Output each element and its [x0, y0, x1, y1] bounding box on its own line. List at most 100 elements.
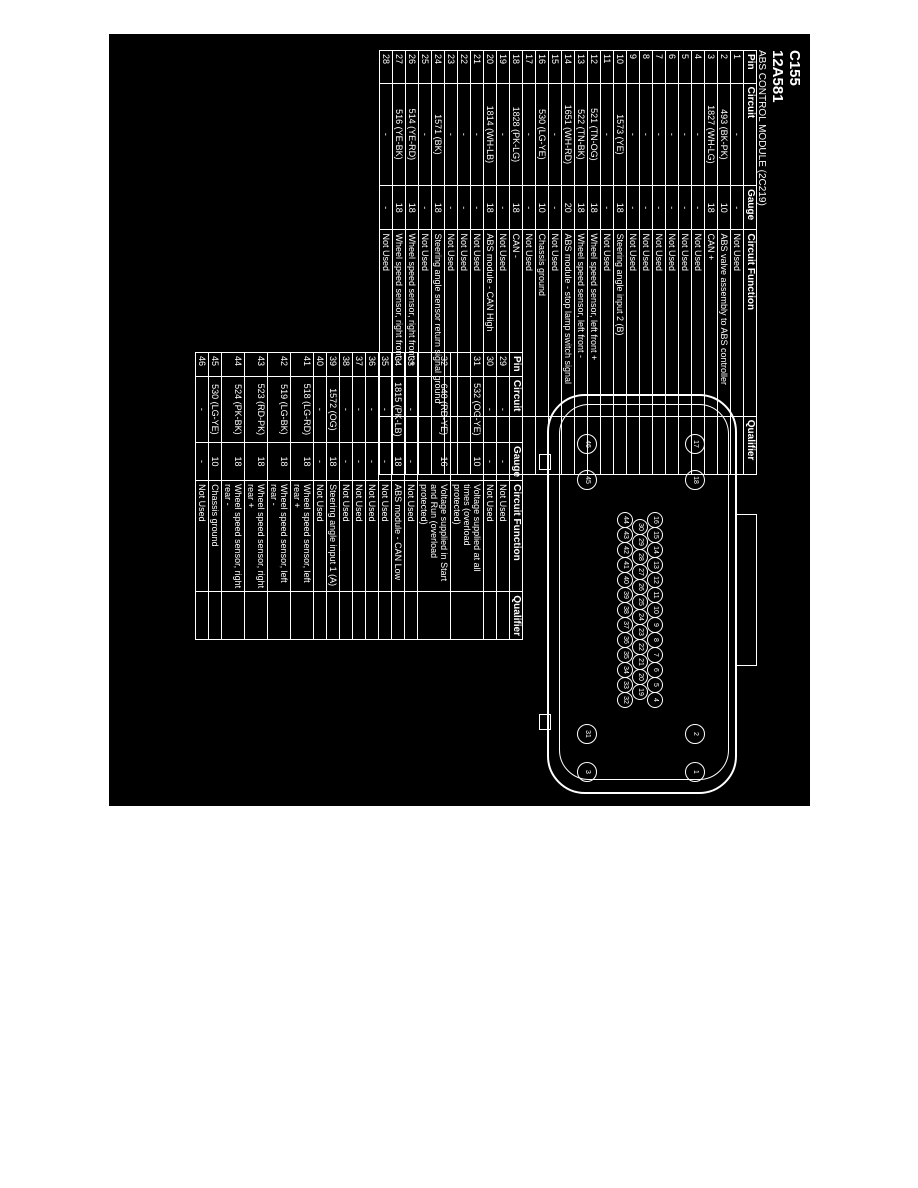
cell-gauge: 10: [535, 185, 549, 230]
cell-circuit: -: [379, 83, 393, 186]
cell-gauge: -: [352, 442, 366, 481]
connector-pin: 45: [577, 470, 597, 490]
cell-function: Not Used: [522, 229, 536, 417]
cell-function: Not Used: [652, 229, 666, 417]
cell-pin: 31: [450, 352, 484, 377]
cell-gauge: -: [496, 185, 510, 230]
cell-gauge: -: [404, 442, 418, 481]
cell-circuit: -: [404, 376, 418, 443]
connector-pin: 43: [617, 527, 633, 543]
cell-circuit: -: [548, 83, 562, 186]
cell-gauge: -: [444, 185, 458, 230]
connector-title: C155: [786, 50, 803, 86]
cell-circuit: 532 (OG-YE): [450, 376, 484, 443]
cell-circuit: 1573 (YE): [613, 83, 627, 186]
cell-function: ABS valve assembly to ABS controller: [717, 229, 731, 417]
cell-circuit: 1827 (WH-LG): [704, 83, 718, 186]
cell-qualifier: [244, 591, 268, 640]
column-header: Gauge: [743, 185, 757, 230]
cell-pin: 8: [639, 50, 653, 84]
cell-circuit: 1651 (WH-RD): [561, 83, 575, 186]
cell-pin: 42: [267, 352, 291, 377]
cell-pin: 15: [548, 50, 562, 84]
cell-function: Not Used: [483, 480, 497, 592]
cell-pin: 25: [418, 50, 432, 84]
cell-gauge: -: [483, 442, 497, 481]
column-header: Circuit Function: [509, 480, 523, 592]
cell-circuit: -: [339, 376, 353, 443]
table-row: 17--Not Used: [522, 50, 536, 475]
cell-circuit: -: [378, 376, 392, 443]
cell-pin: 14: [561, 50, 575, 84]
cell-circuit: 1815 (PK-LB): [391, 376, 405, 443]
cell-function: ABS module - stop lamp switch signal: [561, 229, 575, 417]
cell-circuit: -: [652, 83, 666, 186]
cell-gauge: -: [378, 442, 392, 481]
cell-qualifier: [483, 591, 497, 640]
cell-circuit: -: [600, 83, 614, 186]
cell-function: Wheel speed sensor, right rear +: [244, 480, 268, 592]
cell-gauge: -: [691, 185, 705, 230]
cell-pin: 17: [522, 50, 536, 84]
connector-pin: 4: [647, 692, 663, 708]
cell-qualifier: [290, 591, 314, 640]
cell-gauge: 18: [704, 185, 718, 230]
cell-pin: 33: [404, 352, 418, 377]
table-row: 46--Not Used: [195, 352, 209, 640]
cell-gauge: -: [626, 185, 640, 230]
cell-function: Not Used: [378, 480, 392, 592]
cell-pin: 26: [405, 50, 419, 84]
connector-pin: 31: [577, 724, 597, 744]
table-row: 29--Not Used: [496, 352, 510, 640]
cell-gauge: -: [379, 185, 393, 230]
cell-function: Not Used: [365, 480, 379, 592]
cell-gauge: 18: [326, 442, 340, 481]
cell-pin: 6: [665, 50, 679, 84]
connector-pin: 36: [617, 632, 633, 648]
connector-tab-left: [539, 454, 551, 470]
cell-pin: 32: [417, 352, 451, 377]
cell-gauge: -: [730, 185, 744, 230]
cell-function: Not Used: [339, 480, 353, 592]
cell-pin: 28: [379, 50, 393, 84]
cell-qualifier: [391, 591, 405, 640]
connector-pin: 30: [632, 519, 648, 535]
cell-gauge: -: [195, 442, 209, 481]
cell-gauge: -: [548, 185, 562, 230]
cell-gauge: 18: [267, 442, 291, 481]
cell-pin: 39: [326, 352, 340, 377]
cell-function: Not Used: [678, 229, 692, 417]
cell-pin: 46: [195, 352, 209, 377]
cell-qualifier: [522, 416, 536, 475]
cell-pin: 36: [365, 352, 379, 377]
cell-pin: 30: [483, 352, 497, 377]
cell-pin: 24: [431, 50, 445, 84]
cell-gauge: 18: [574, 185, 588, 230]
connector-pin: 33: [617, 677, 633, 693]
cell-function: CAN +: [704, 229, 718, 417]
cell-circuit: -: [470, 83, 484, 186]
cell-pin: 5: [678, 50, 692, 84]
cell-pin: 22: [457, 50, 471, 84]
column-header: Gauge: [509, 442, 523, 481]
cell-gauge: -: [522, 185, 536, 230]
cell-function: Not Used: [639, 229, 653, 417]
cell-circuit: -: [665, 83, 679, 186]
column-header: Circuit: [509, 376, 523, 443]
cell-function: Voltage supplied in Start and Run (overl…: [417, 480, 451, 592]
connector-pin: 12: [647, 572, 663, 588]
connector-part-number: 12A581: [769, 50, 786, 103]
connector-pin: 23: [632, 624, 648, 640]
connector-pin: 9: [647, 617, 663, 633]
cell-gauge: -: [652, 185, 666, 230]
cell-gauge: 18: [509, 185, 523, 230]
cell-function: Not Used: [496, 480, 510, 592]
document-panel: C155 12A581 ABS CONTROL MODULE (2C219) P…: [109, 34, 810, 806]
cell-pin: 4: [691, 50, 705, 84]
column-header: Circuit: [743, 83, 757, 186]
